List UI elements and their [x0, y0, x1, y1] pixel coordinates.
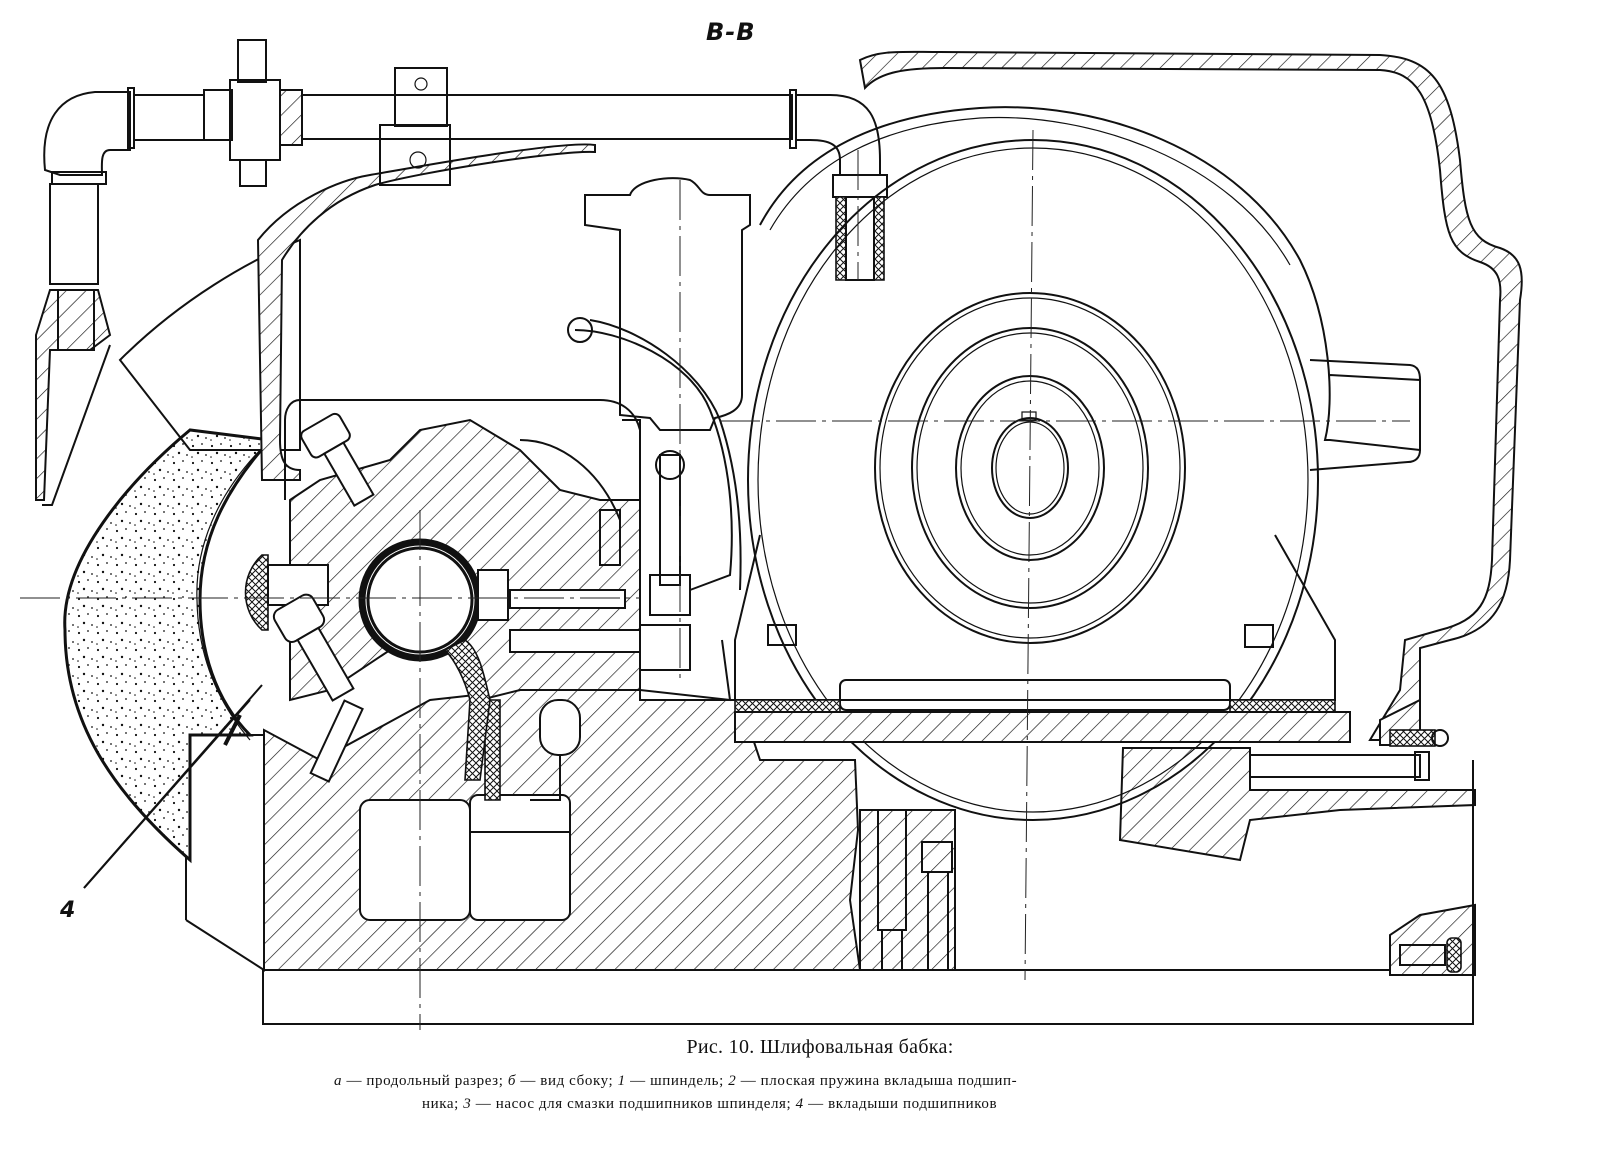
caption-key: 3	[463, 1096, 472, 1112]
caption-text: — вкладыши подшипников	[803, 1096, 998, 1112]
motor-cover	[858, 50, 1523, 747]
grinding-headstock-drawing	[20, 39, 1523, 1030]
caption-title: Рис. 10. Шлифовальная бабка:	[686, 1036, 954, 1058]
center-lines	[20, 129, 1410, 1030]
caption-text: — шпиндель;	[625, 1073, 729, 1089]
lower-bolts	[877, 751, 1462, 973]
caption-key: а	[334, 1073, 343, 1089]
figure-caption: Рис. 10. Шлифовальная бабка: а — продоль…	[0, 1036, 1600, 1112]
grinding-wheel	[63, 428, 274, 864]
caption-key: 4	[795, 1096, 804, 1112]
lubrication-pump	[359, 699, 581, 921]
caption-text: — насос для смазки подшипников шпинделя;	[471, 1096, 796, 1112]
callout-label-4: 4	[60, 898, 76, 923]
caption-text: ника;	[422, 1096, 464, 1112]
caption-text: — вид сбоку;	[515, 1073, 618, 1089]
caption-line-1: а — продольный разрез; б — вид сбоку; 1 …	[334, 1070, 1234, 1093]
caption-key: 1	[617, 1073, 626, 1089]
section-label: В-В	[706, 18, 756, 46]
caption-key: б	[507, 1073, 516, 1089]
coolant-pipe	[35, 39, 888, 506]
caption-text: — плоская пружина вкладыша подшип-	[736, 1073, 1018, 1089]
caption-text: — продольный разрез;	[342, 1073, 508, 1089]
callout-4-leaders	[83, 684, 263, 889]
wheel-guard	[118, 143, 596, 481]
caption-line-2: ника; 3 — насос для смазки подшипников ш…	[334, 1093, 1234, 1116]
bearing-assembly	[244, 399, 641, 783]
caption-key: 2	[728, 1073, 737, 1089]
caption-body: а — продольный разрез; б — вид сбоку; 1 …	[334, 1070, 1234, 1116]
